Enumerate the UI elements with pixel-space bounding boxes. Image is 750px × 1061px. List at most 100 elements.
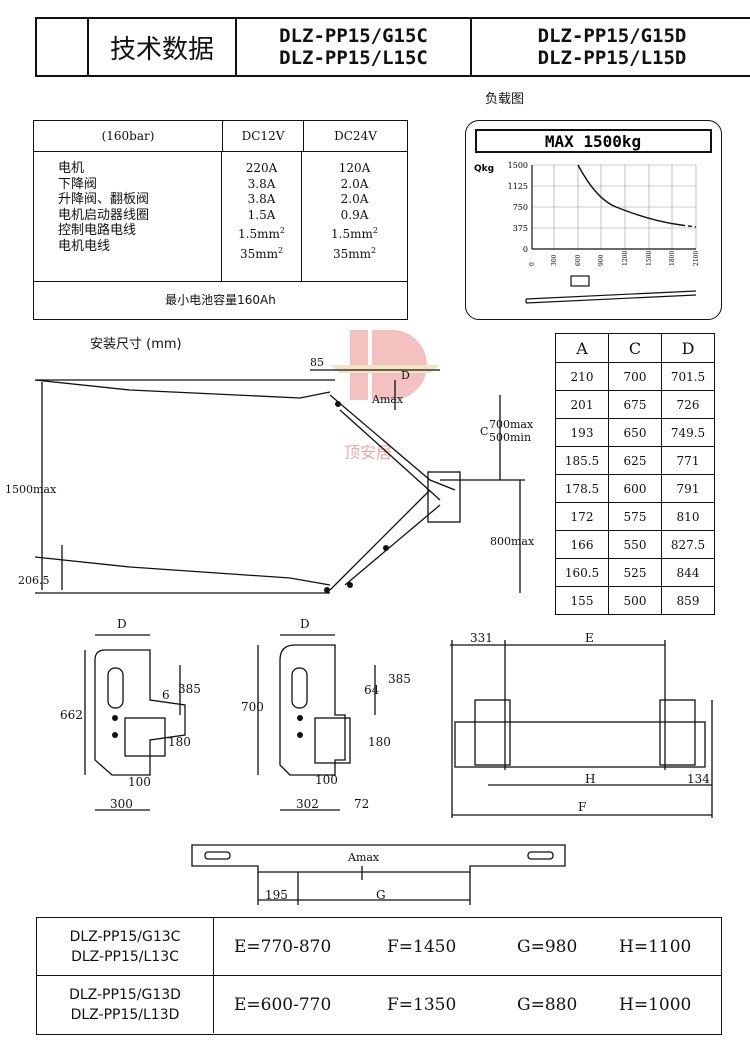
header-cell: D (661, 333, 715, 363)
row-label: 下降阀 (58, 176, 98, 192)
plate-1-slot (107, 667, 124, 709)
x-tick: 300 (551, 254, 558, 266)
header-blank-cell (37, 19, 89, 75)
plate2-72: 72 (354, 797, 370, 811)
header-models-d: DLZ-PP15/G15D DLZ-PP15/L15D (472, 19, 750, 75)
variant-f: F=1450 (387, 936, 457, 957)
lower-arm-inner (344, 504, 441, 586)
load-chart-svg: MAX 1500kg Qkg 1500 1125 750 375 0 (474, 129, 712, 304)
cell: 178.5 (555, 474, 609, 503)
plate2-d: D (300, 617, 310, 631)
variant-h: H=1000 (619, 994, 692, 1015)
install-drawing (34, 369, 525, 594)
value-text: 1.5mm (331, 227, 373, 241)
table-header-row: A C D (555, 333, 715, 363)
plate-2-outline (279, 644, 346, 776)
value-text: 35mm (332, 246, 371, 261)
frame-134: 134 (687, 772, 710, 786)
model-name: DLZ-PP15/L13C (71, 948, 179, 965)
cell: 749.5 (661, 418, 715, 447)
plate2-700: 700 (241, 700, 264, 714)
frame-331: 331 (470, 631, 493, 645)
cell: 166 (555, 530, 609, 559)
model-name: DLZ-PP15/L13D (70, 1006, 180, 1023)
value-cell: 2.0A (340, 176, 369, 191)
variant-e: E=770-870 (234, 936, 332, 957)
header-cell: C (608, 333, 662, 363)
dim-c: C (480, 425, 489, 438)
electrical-body: 电机 下降阀 升降阀、翻板阀 电机启动器线圈 控制电路电线 电机电线 220A … (34, 151, 407, 282)
load-curve (577, 164, 682, 226)
plate2-64: 64 (364, 683, 380, 697)
electrical-table: (160bar) DC12V DC24V 电机 下降阀 升降阀、翻板阀 电机启动… (33, 120, 408, 320)
lower-platform (34, 556, 331, 586)
model-name: DLZ-PP15/L15D (537, 47, 687, 69)
header-cell: A (555, 333, 609, 363)
chart-grid (532, 164, 697, 249)
mount-bracket (427, 471, 461, 523)
watermark-svg (330, 330, 440, 400)
bolt-hole (297, 732, 303, 738)
cell: 771 (661, 446, 715, 475)
plate-2-tube (314, 717, 351, 764)
values-24v: 120A 2.0A 2.0A 0.9A 1.5mm2 35mm2 (302, 151, 407, 281)
pivot (347, 582, 353, 588)
battery-capacity: 最小电池容量160Ah (165, 292, 276, 307)
dim-amax: Amax (372, 393, 404, 406)
bar-slot-left (204, 851, 231, 860)
bolt-hole (112, 732, 118, 738)
cell: 575 (608, 502, 662, 531)
cell: 210 (555, 362, 609, 391)
value-cell: 1.5mm2 (302, 223, 407, 243)
cell: 160.5 (555, 558, 609, 587)
dim-500min: 500min (489, 431, 532, 444)
model-name: DLZ-PP15/G15C (279, 25, 428, 47)
plate1-180: 180 (168, 735, 191, 749)
variants-table: DLZ-PP15/G13C DLZ-PP15/L13C E=770-870 F=… (36, 917, 722, 1035)
cell: 650 (608, 418, 662, 447)
value-cell: 2.0A (340, 192, 369, 206)
value-cell: 1.5A (247, 207, 276, 222)
y-tick: 1500 (508, 161, 528, 170)
dim-d: D (401, 369, 410, 382)
col-dc24v: DC24V (334, 129, 377, 143)
upper-platform (34, 379, 331, 399)
x-tick: 1800 (669, 251, 676, 266)
value-cell: 3.8A (247, 176, 276, 191)
right-hinge (659, 699, 696, 766)
bolt-hole (297, 715, 303, 721)
value-cell: 35mm2 (302, 243, 407, 263)
pivot (335, 401, 341, 407)
variant-g: G=880 (517, 994, 578, 1015)
plate-2-slot (291, 667, 308, 709)
plate1-300: 300 (110, 797, 133, 811)
pressure-label: (160bar) (34, 121, 223, 151)
cell: 726 (661, 390, 715, 419)
cell: 791 (661, 474, 715, 503)
plate-1-outline (94, 649, 186, 776)
variant-f: F=1350 (387, 994, 457, 1015)
cell: 525 (608, 558, 662, 587)
dim-1500max: 1500max (5, 483, 57, 496)
header-table: 技术数据 DLZ-PP15/G15C DLZ-PP15/L15C DLZ-PP1… (35, 17, 750, 77)
row-label: 电机电线 (58, 238, 111, 254)
cell: 827.5 (661, 530, 715, 559)
model-name: DLZ-PP15/G13D (69, 986, 181, 1003)
cell: 844 (661, 558, 715, 587)
dim-2065: 206.5 (18, 574, 50, 587)
cell: 700 (608, 362, 662, 391)
values-12v: 220A 3.8A 3.8A 1.5A 1.5mm2 35mm2 (222, 151, 302, 281)
dim-85: 85 (310, 356, 324, 369)
value-cell: 120A (338, 161, 371, 175)
cell: 155 (555, 586, 609, 615)
bar-amax: Amax (348, 851, 380, 864)
cell: 500 (608, 586, 662, 615)
watermark-logo: 顶安居 (330, 325, 440, 465)
x-tick: 600 (575, 254, 582, 266)
frame-drawing (450, 640, 713, 818)
